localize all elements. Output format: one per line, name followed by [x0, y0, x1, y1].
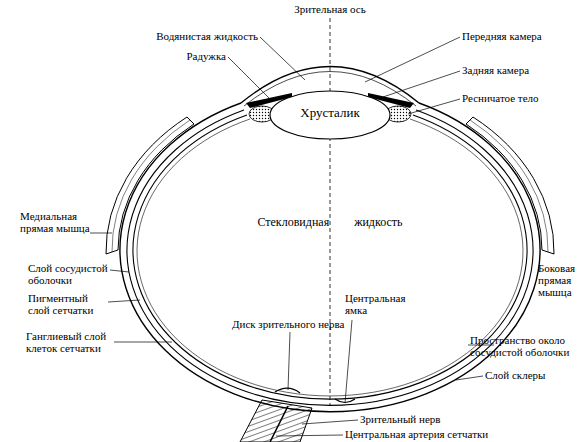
part-label: Водянистая жидкость	[140, 30, 258, 42]
leader-line	[302, 420, 358, 424]
leader-line	[288, 332, 290, 390]
leader-line	[110, 270, 129, 272]
pigment-layer	[137, 119, 523, 396]
medial-rectus-muscle	[106, 117, 194, 254]
part-label: Стекловидная жидкость	[220, 216, 440, 228]
leader-line	[276, 435, 343, 436]
part-label: Диск зрительного нерва	[232, 318, 344, 330]
part-label: Радужка	[166, 50, 226, 62]
muscle-fibre	[470, 120, 548, 252]
part-label: Медиальная прямая мышца	[20, 210, 95, 234]
part-label: Зрительный нерв	[360, 413, 440, 425]
part-label: Боковая прямая мышца	[538, 262, 586, 298]
leader-line	[114, 342, 172, 343]
choroid-outline	[127, 110, 533, 405]
part-label: Центральная артерия сетчатки	[345, 428, 488, 440]
part-label: Зрительная ось	[270, 3, 390, 15]
leader-lines	[90, 37, 494, 436]
muscle-fibre	[112, 120, 190, 252]
leader-line	[228, 57, 270, 99]
part-label: Ганглиевый слой клеток сетчатки	[26, 330, 118, 354]
central-artery	[270, 406, 288, 442]
sclera-outline	[120, 103, 540, 412]
part-label: Слой склеры	[485, 369, 545, 381]
part-label: Ресничатое тело	[462, 92, 539, 104]
leader-line	[456, 376, 483, 380]
part-label: Хрусталик	[290, 107, 370, 119]
part-label: Пространство около сосудистой оболочки	[470, 334, 586, 358]
leader-line	[365, 37, 460, 82]
part-label: Пигментный слой сетчатки	[28, 292, 110, 316]
leader-line	[408, 99, 460, 114]
leader-line	[380, 71, 460, 98]
part-label: Задняя камера	[462, 64, 529, 76]
optic-disc	[275, 388, 300, 393]
part-label: Центральная ямка	[345, 292, 417, 316]
part-label: Передняя камера	[462, 30, 542, 42]
retina-outline	[133, 115, 527, 399]
leader-line	[260, 37, 305, 80]
lateral-rectus-muscle	[466, 117, 554, 254]
leader-line	[345, 320, 352, 403]
leader-line	[108, 300, 140, 302]
part-label: Слой сосудистой оболочки	[28, 262, 113, 286]
lens	[270, 91, 390, 139]
visual-axis	[330, 18, 331, 405]
leader-line	[90, 233, 112, 234]
